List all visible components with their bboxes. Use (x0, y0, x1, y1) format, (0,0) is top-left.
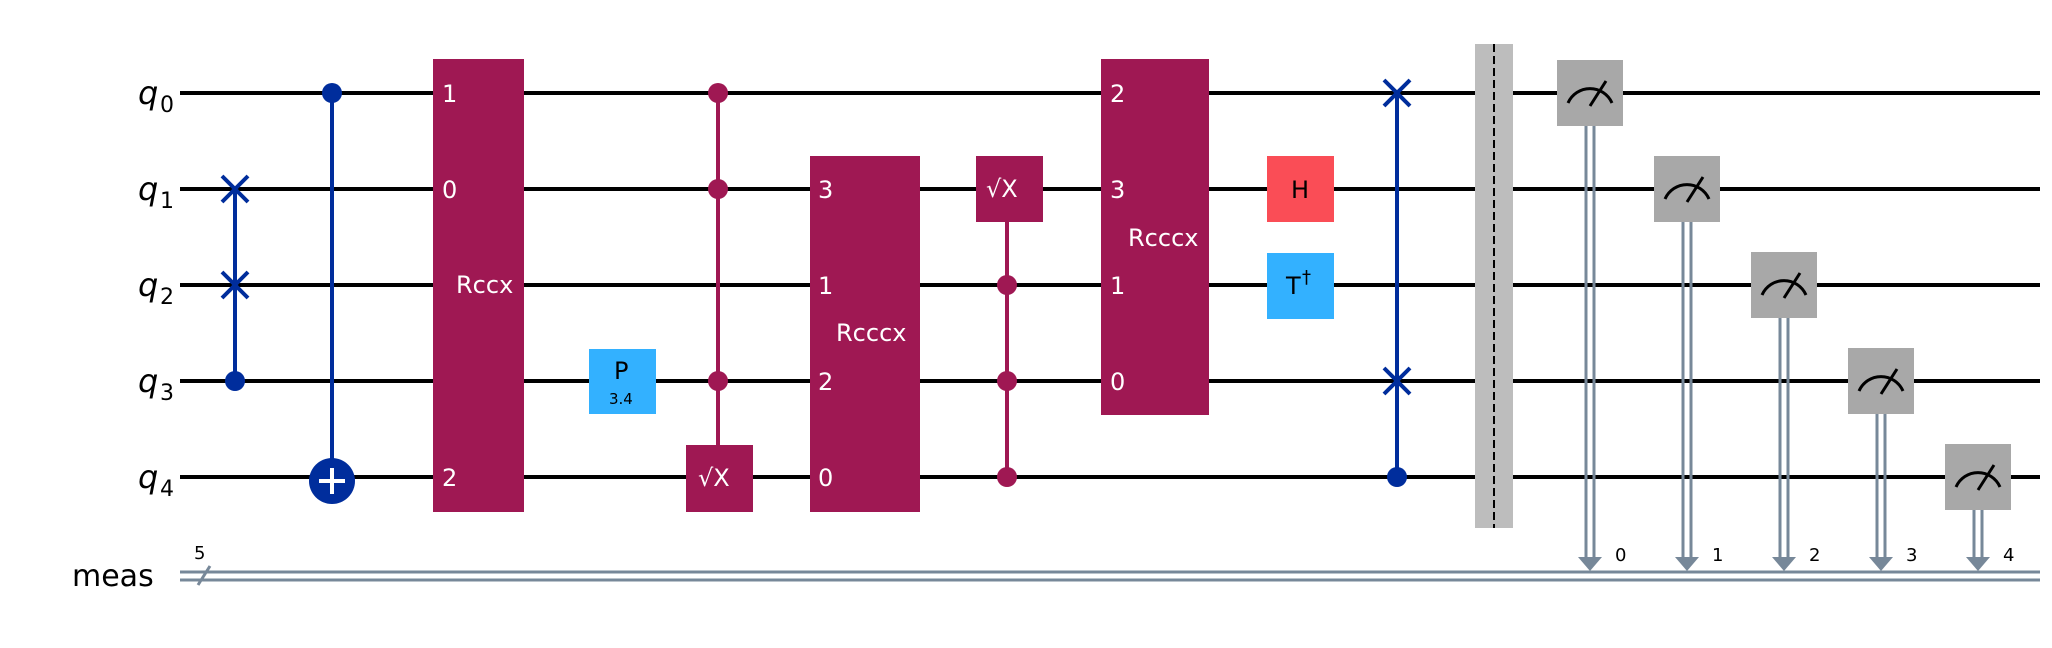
meter-icon (1663, 183, 1711, 200)
measure-q1: 1 (1654, 156, 1723, 571)
swap-cross-q3 (1382, 366, 1412, 396)
qubit-label-index: 1 (160, 189, 174, 214)
swap-gate-q1-q2 (220, 174, 250, 391)
control-dot (708, 83, 728, 103)
control-dot (997, 467, 1017, 487)
control-dot (708, 179, 728, 199)
classical-wire (180, 570, 2040, 582)
h-gate-box (1267, 156, 1334, 222)
h-gate: H (1267, 156, 1334, 222)
sx-gate-label: √X (986, 175, 1018, 203)
qubit-label-index: 2 (160, 285, 174, 310)
control-dot (997, 371, 1017, 391)
mc-sx-gate-2: √X (976, 156, 1043, 487)
sx-gate-box (686, 445, 753, 512)
h-gate-label: H (1291, 176, 1309, 204)
measure-q3: 3 (1848, 348, 1917, 571)
classical-register-size: 5 (194, 543, 205, 564)
measure-box (1751, 252, 1817, 318)
qubit-label-name: q (138, 458, 158, 496)
rcccx-gate-2: 2 3 1 0 Rcccx (1101, 59, 1209, 415)
rcccx-pin-q1: 3 (1110, 176, 1125, 204)
qubit-label-q3: q 3 (138, 362, 174, 406)
control-dot (225, 371, 245, 391)
tdg-gate-label: T (1285, 272, 1301, 300)
qubit-label-name: q (138, 170, 158, 208)
tdg-gate-box (1267, 253, 1334, 319)
measure-bit-label: 2 (1809, 545, 1820, 566)
rcccx-pin-q1: 3 (818, 176, 833, 204)
control-dot (708, 371, 728, 391)
qubit-label-index: 0 (160, 93, 174, 118)
meter-icon (1857, 375, 1905, 392)
measure-box (1557, 60, 1623, 126)
qubit-label-name: q (138, 74, 158, 112)
measure-bit-label: 4 (2003, 545, 2014, 566)
measure-box (1945, 444, 2011, 510)
register-width-slash (196, 565, 212, 586)
meter-icon (1954, 471, 2002, 488)
p-gate-param: 3.4 (609, 390, 633, 408)
rcccx-box (810, 156, 920, 512)
qubit-label-index: 3 (160, 381, 174, 406)
rcccx-box (1101, 59, 1209, 415)
sx-gate-label: √X (698, 464, 730, 492)
swap-cross-q2 (220, 270, 250, 300)
tdg-gate: T † (1267, 253, 1334, 319)
rccx-pin-q1: 0 (442, 176, 457, 204)
swap-cross-q1 (220, 174, 250, 204)
rcccx-label: Rcccx (836, 319, 906, 347)
rccx-box (433, 59, 524, 512)
rcccx-gate-1: 3 1 2 0 Rcccx (810, 156, 920, 512)
measure-box (1654, 156, 1720, 222)
cnot-gate-q0-q4 (309, 83, 355, 504)
measure-bit-label: 1 (1712, 545, 1723, 566)
rccx-pin-q4: 2 (442, 464, 457, 492)
swap-cross-q0 (1382, 78, 1412, 108)
control-dot (997, 275, 1017, 295)
rccx-pin-q0: 1 (442, 80, 457, 108)
rccx-label: Rccx (456, 271, 513, 299)
rcccx-pin-q4: 0 (818, 464, 833, 492)
mc-sx-gate: √X (686, 83, 753, 512)
tdg-gate-dagger: † (1302, 267, 1311, 288)
rccx-gate: 1 0 2 Rccx (433, 59, 524, 512)
qubit-label-name: q (138, 362, 158, 400)
p-gate-label: P (614, 357, 628, 385)
p-gate: P 3.4 (589, 349, 656, 414)
measure-bit-label: 0 (1615, 545, 1626, 566)
barrier (1475, 44, 1513, 528)
qubit-label-name: q (138, 266, 158, 304)
qubit-label-q0: q 0 (138, 74, 174, 118)
rcccx-pin-q3: 2 (818, 368, 833, 396)
qubit-label-q2: q 2 (138, 266, 174, 310)
sx-gate-box (976, 156, 1043, 222)
qubit-label-index: 4 (160, 477, 174, 502)
measure-q4: 4 (1945, 444, 2014, 571)
control-dot (322, 83, 342, 103)
meter-icon (1566, 87, 1614, 104)
qubit-label-q1: q 1 (138, 170, 174, 214)
classical-register-label: meas (72, 559, 154, 594)
qubit-label-q4: q 4 (138, 458, 174, 502)
rcccx-pin-q2: 1 (1110, 272, 1125, 300)
measure-q2: 2 (1751, 252, 1820, 571)
measure-box (1848, 348, 1914, 414)
meter-icon (1760, 279, 1808, 296)
rcccx-label: Rcccx (1128, 224, 1198, 252)
control-dot (1387, 467, 1407, 487)
measure-bit-label: 3 (1906, 545, 1917, 566)
measure-q0: 0 (1557, 60, 1626, 571)
rcccx-pin-q0: 2 (1110, 80, 1125, 108)
rcccx-pin-q3: 0 (1110, 368, 1125, 396)
cswap-gate (1382, 78, 1412, 487)
p-gate-box (589, 349, 656, 414)
rcccx-pin-q2: 1 (818, 272, 833, 300)
